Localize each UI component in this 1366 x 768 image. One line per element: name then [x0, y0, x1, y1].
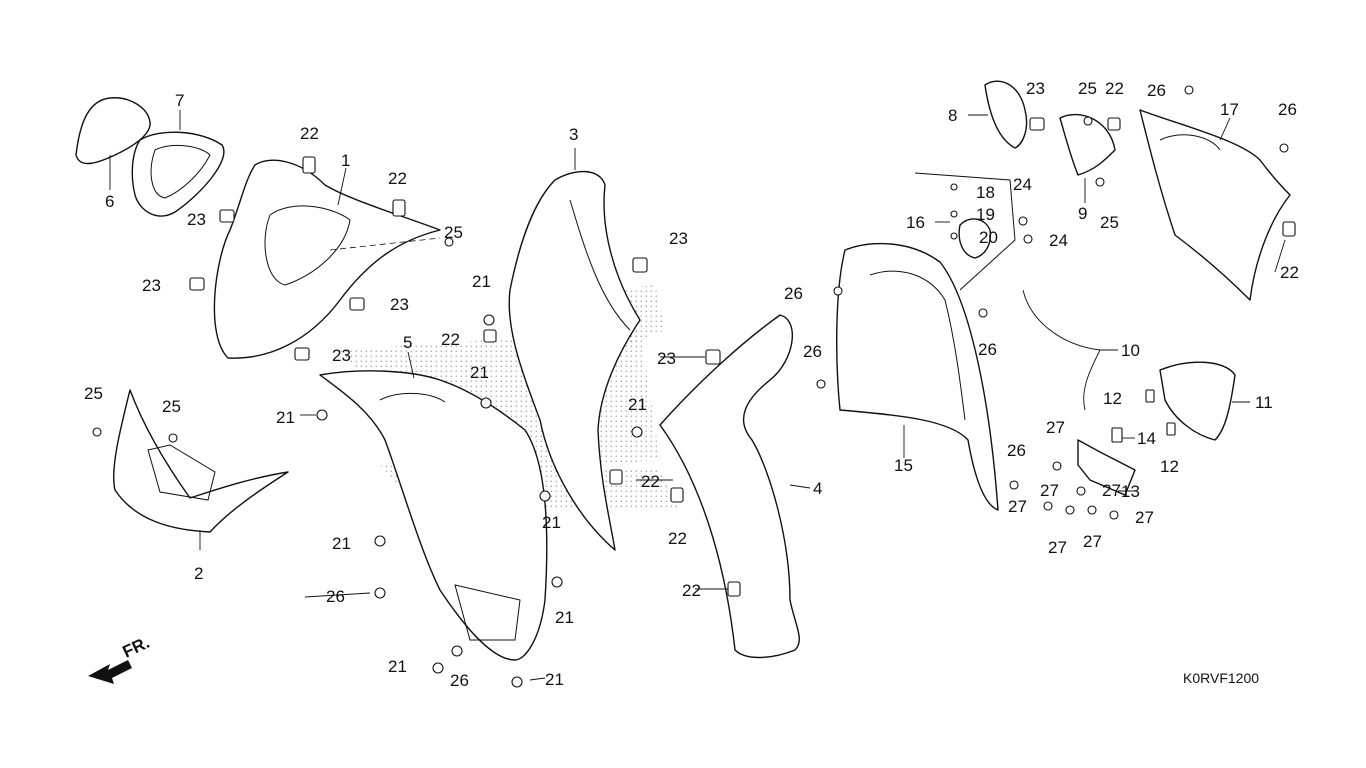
part-label: 21: [545, 670, 564, 689]
part-label: 6: [105, 192, 114, 211]
part-label: 22: [1280, 263, 1299, 282]
part-8-bracket: [984, 80, 1028, 149]
part-16-lock: [958, 218, 992, 259]
part-label: 23: [669, 229, 688, 248]
part-4-side-panel: [659, 314, 800, 659]
part-label: 26: [1147, 81, 1166, 100]
part-label: 23: [657, 349, 676, 368]
part-2-lower-cover: [112, 389, 289, 533]
part-label: 22: [388, 169, 407, 188]
leader-lines: [109, 110, 1286, 681]
part-label: 26: [803, 342, 822, 361]
part-label: 23: [1026, 79, 1045, 98]
part-label: 27: [1048, 538, 1067, 557]
part-label: 26: [1007, 441, 1026, 460]
part-label: 21: [470, 363, 489, 382]
part-label: 25: [1078, 79, 1097, 98]
part-number-labels: 1 2 3 4 5 6 7 8 9 10 11 12 12 13 14 15 1…: [84, 79, 1299, 690]
part-label: 22: [441, 330, 460, 349]
part-label: 16: [906, 213, 925, 232]
hardware: [92, 85, 1296, 688]
part-10-cable: [1022, 289, 1101, 411]
part-7-frame: [131, 131, 225, 217]
part-label: 25: [162, 397, 181, 416]
part-3-inner-panel: [508, 170, 641, 551]
part-label: 15: [894, 456, 913, 475]
part-label: 21: [542, 513, 561, 532]
part-5-inner-cover: [319, 370, 548, 661]
part-label: 10: [1121, 341, 1140, 360]
part-label: 22: [682, 581, 701, 600]
part-label: 20: [979, 228, 998, 247]
part-label: 23: [390, 295, 409, 314]
part-label: 23: [187, 210, 206, 229]
part-label: 27: [1083, 532, 1102, 551]
part-label: 24: [1049, 231, 1068, 250]
front-marker-text: FR.: [120, 633, 153, 662]
part-label: 25: [444, 223, 463, 242]
part-label: 21: [388, 657, 407, 676]
part-label: 11: [1255, 393, 1273, 412]
part-label: 3: [569, 125, 578, 144]
part-label: 23: [332, 346, 351, 365]
part-label: 26: [1278, 100, 1297, 119]
front-direction-arrow: FR.: [88, 633, 153, 684]
part-label: 12: [1103, 389, 1122, 408]
part-label: 18: [976, 183, 995, 202]
part-label: 7: [175, 91, 184, 110]
part-13-bracket: [1077, 439, 1136, 496]
part-15-frame: [836, 242, 999, 511]
part-label: 24: [1013, 175, 1032, 194]
part-label: 19: [976, 205, 995, 224]
part-label: 26: [450, 671, 469, 690]
diagram-code: K0RVF1200: [1183, 670, 1259, 686]
part-label: 21: [472, 272, 491, 291]
part-label: 4: [813, 479, 822, 498]
part-label: 26: [978, 340, 997, 359]
part-11-cover: [1159, 361, 1236, 441]
part-label: 27: [1102, 481, 1121, 500]
part-label: 2: [194, 564, 203, 583]
part-label: 5: [403, 333, 412, 352]
part-label: 22: [641, 472, 660, 491]
part-label: 21: [628, 395, 647, 414]
part-6-cover: [75, 97, 151, 165]
part-label: 22: [300, 124, 319, 143]
part-label: 8: [948, 106, 957, 125]
part-label: 25: [1100, 213, 1119, 232]
part-label: 17: [1220, 100, 1239, 119]
part-label: 21: [555, 608, 574, 627]
part-label: 27: [1046, 418, 1065, 437]
part-17-panel: [1139, 109, 1291, 301]
part-label: 25: [84, 384, 103, 403]
part-label: 27: [1040, 481, 1059, 500]
part-label: 21: [276, 408, 295, 427]
part-label: 26: [784, 284, 803, 303]
part-label: 27: [1008, 497, 1027, 516]
part-label: 12: [1160, 457, 1179, 476]
part-label: 22: [668, 529, 687, 548]
part-label: 9: [1078, 204, 1087, 223]
part-label: 26: [326, 587, 345, 606]
part-label: 21: [332, 534, 351, 553]
part-label: 27: [1135, 508, 1154, 527]
part-label: 23: [142, 276, 161, 295]
part-label: 22: [1105, 79, 1124, 98]
part-label: 13: [1121, 482, 1140, 501]
part-label: 1: [341, 151, 350, 170]
part-label: 14: [1137, 429, 1156, 448]
